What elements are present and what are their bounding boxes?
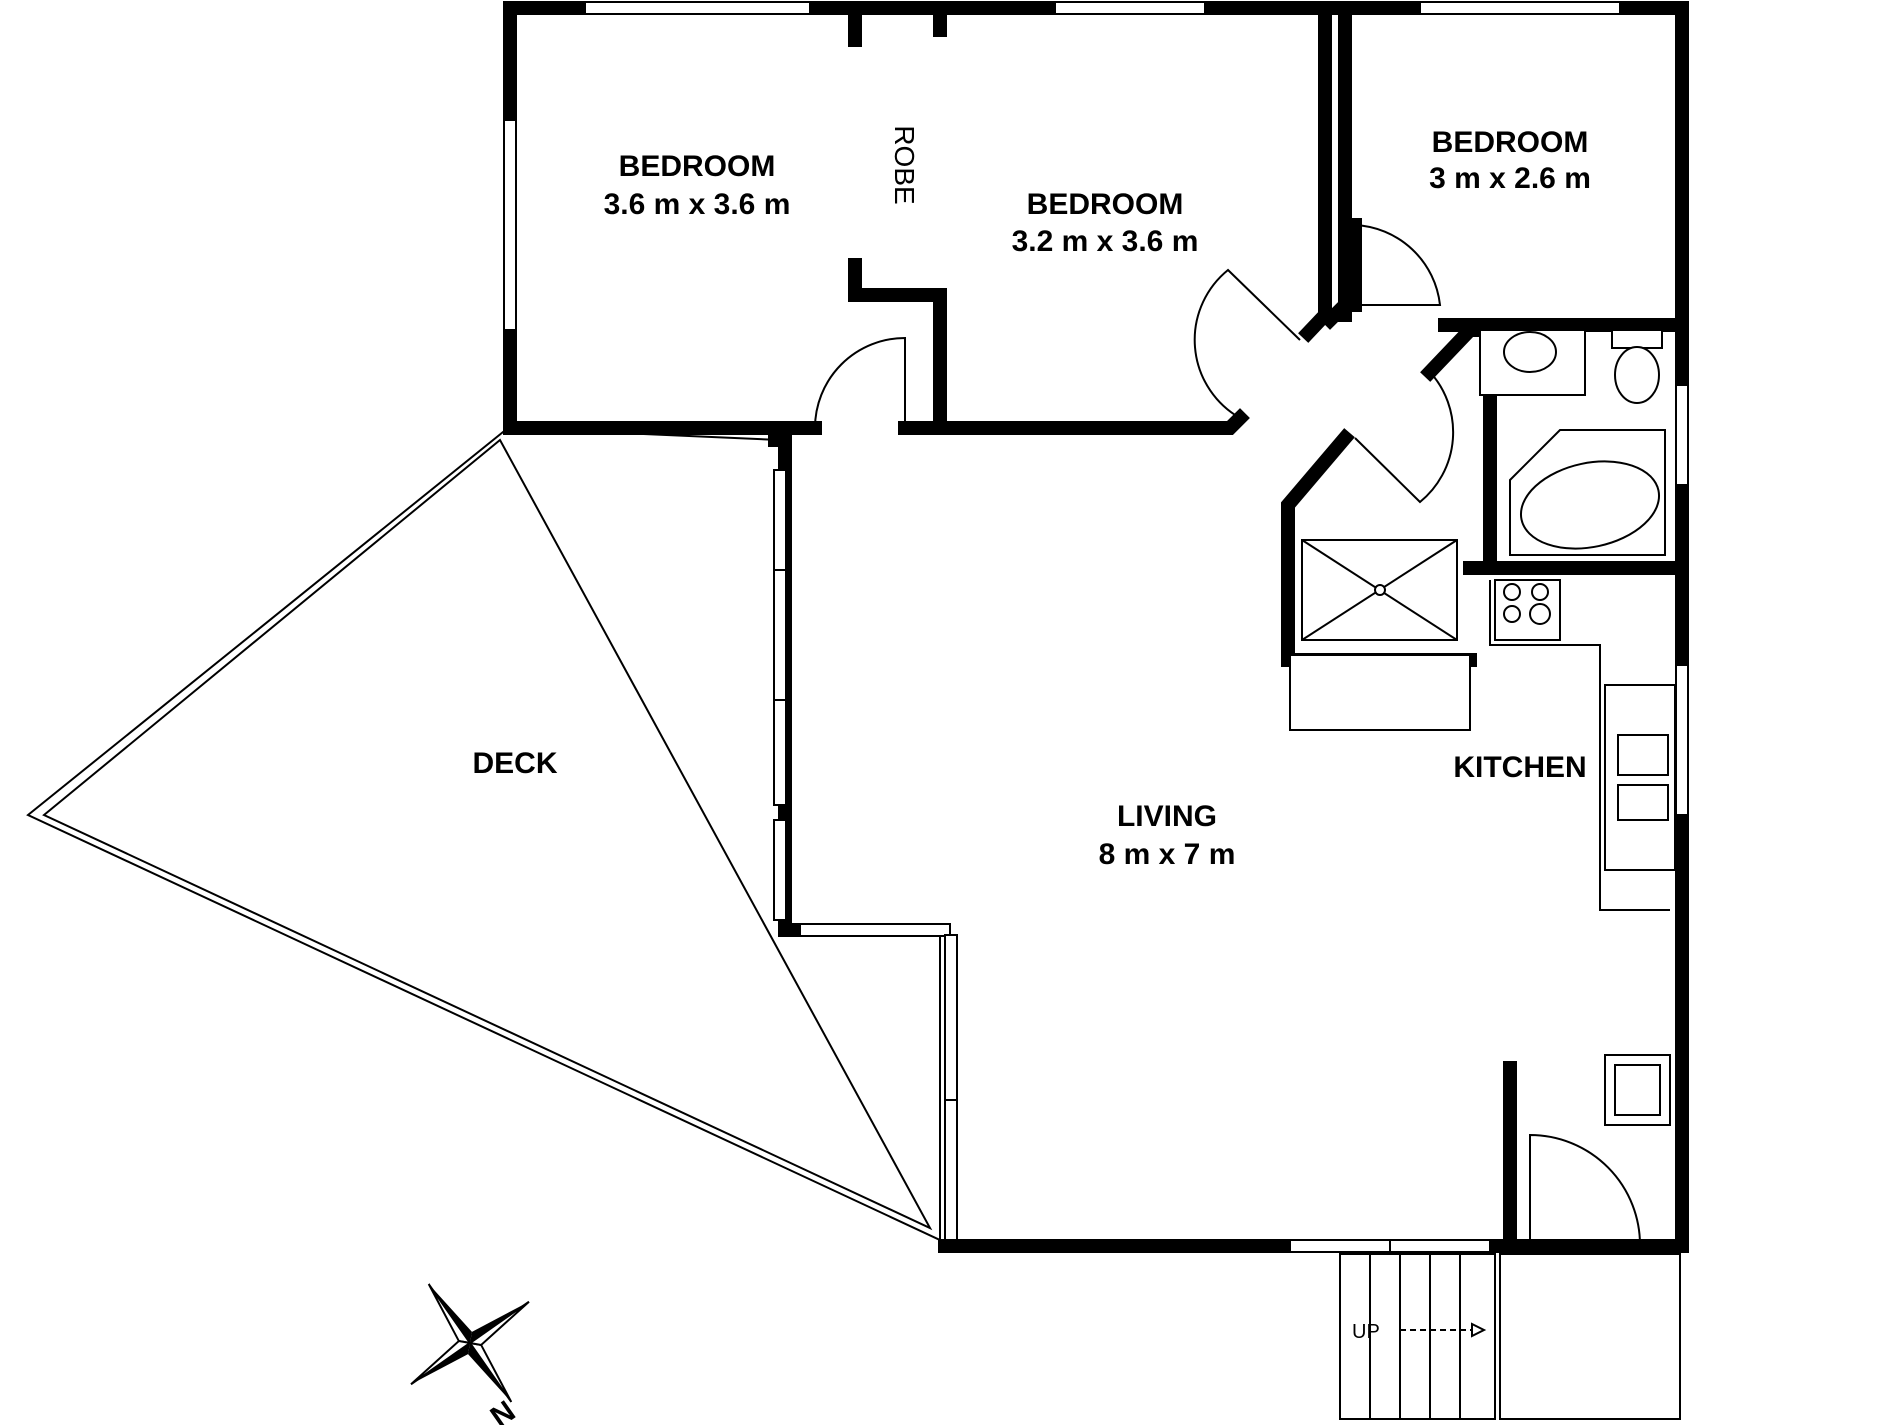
kitchen-fixtures bbox=[1289, 579, 1676, 1126]
toilet bbox=[1611, 329, 1663, 404]
stairs: UP bbox=[1339, 1253, 1681, 1420]
laundry-tub bbox=[1604, 1054, 1671, 1126]
bedroom-1-size: 3.6 m x 3.6 m bbox=[604, 188, 791, 221]
stairs-up-label: UP bbox=[1352, 1321, 1380, 1343]
room-labels: BEDROOM 3.6 m x 3.6 m ROBE BEDROOM 3.2 m… bbox=[472, 125, 1590, 871]
kitchen-label: KITCHEN bbox=[1453, 751, 1586, 784]
bedroom-3-size: 3 m x 2.6 m bbox=[1429, 162, 1591, 195]
deck-label: DECK bbox=[472, 747, 557, 780]
deck-outline bbox=[26, 426, 941, 1242]
bedroom-1-name: BEDROOM bbox=[619, 150, 776, 183]
compass-icon bbox=[410, 1283, 530, 1403]
vanity-basin bbox=[1479, 329, 1586, 396]
bench-top bbox=[1289, 580, 1670, 911]
kitchen-sink bbox=[1604, 684, 1676, 871]
windows bbox=[503, 1, 1689, 1253]
bedroom-3-name: BEDROOM bbox=[1432, 126, 1589, 159]
cooktop bbox=[1494, 579, 1561, 641]
living-name: LIVING bbox=[1117, 800, 1217, 833]
bedroom-2-size: 3.2 m x 3.6 m bbox=[1012, 225, 1199, 258]
doors bbox=[814, 224, 1642, 1247]
living-size: 8 m x 7 m bbox=[1099, 838, 1236, 871]
bathtub bbox=[1509, 429, 1666, 556]
shower bbox=[1301, 539, 1458, 641]
compass-north-label: N bbox=[485, 1395, 522, 1425]
bedroom-2-name: BEDROOM bbox=[1027, 188, 1184, 221]
robe-label: ROBE bbox=[889, 125, 920, 204]
stairs-up-arrow-icon bbox=[1471, 1322, 1487, 1338]
bathroom-fixtures bbox=[1301, 329, 1666, 641]
